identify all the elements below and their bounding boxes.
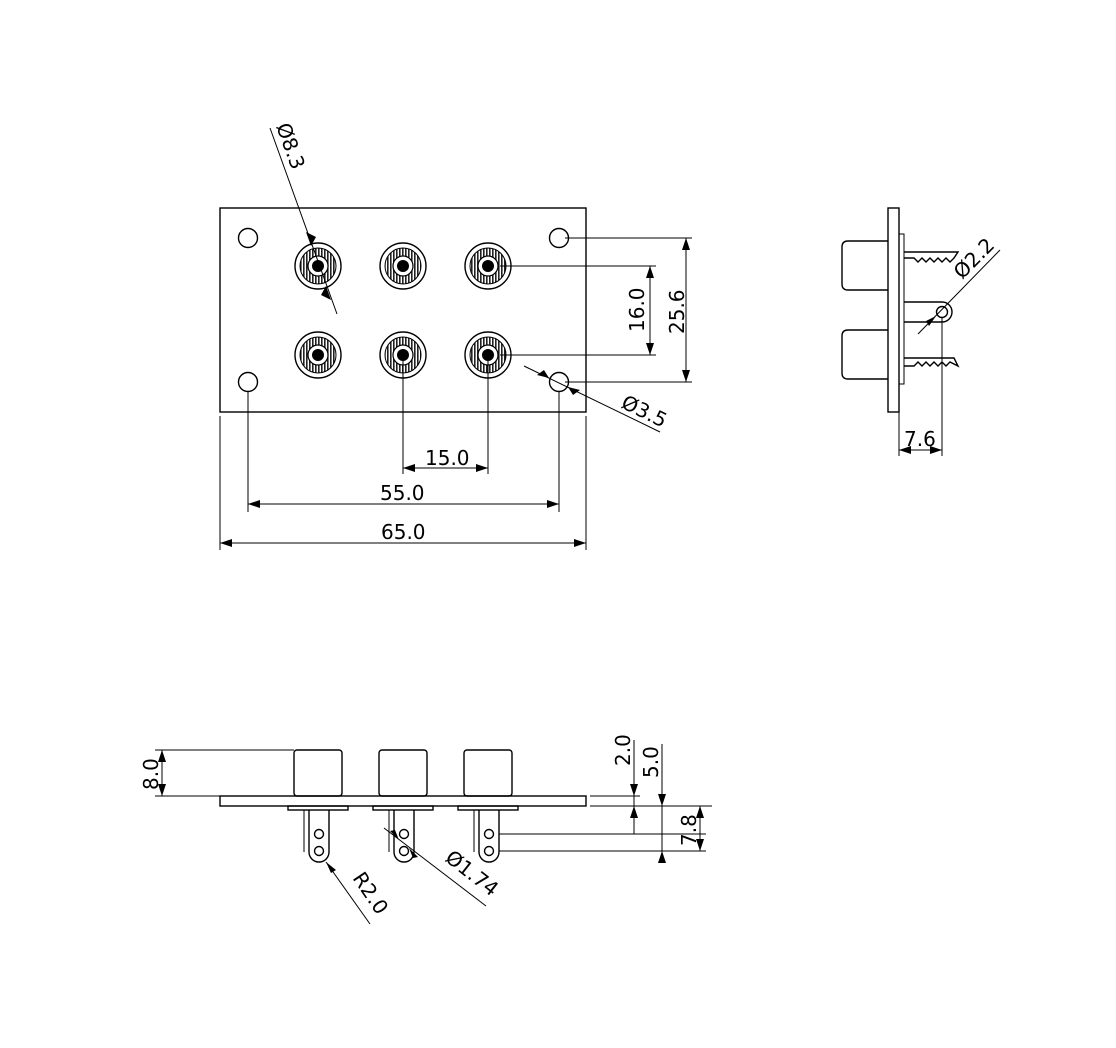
column-pitch-label: 15.0 [425, 446, 470, 470]
pin-small-hole-dimension: Ø1.74 [383, 827, 503, 907]
pin-hole-diameter-dimension: Ø2.2 [917, 233, 1001, 335]
rca-jack [379, 242, 427, 290]
rca-jack [294, 242, 342, 290]
pin-1 [303, 810, 330, 863]
mount-hole-top-left [237, 227, 259, 249]
right-vertical-dimensions: 2.0 5.0 7.8 [499, 734, 712, 863]
mount-hole-vertical-dimension: 25.6 [565, 237, 692, 383]
mount-hole-vertical-label: 25.6 [665, 289, 689, 334]
row-pitch-dimension: 16.0 [500, 265, 656, 356]
side-view: Ø2.2 7.6 [841, 207, 1001, 456]
mount-hole-bottom-left [237, 371, 259, 393]
pin-hole-spacing-label: 7.8 [677, 814, 701, 846]
plate-width-label: 65.0 [381, 520, 426, 544]
pin-2 [388, 810, 415, 863]
mount-hole-horizontal-dimension: 55.0 [247, 392, 560, 512]
front-view: Ø8.3 16.0 25.6 Ø3.5 [219, 120, 692, 550]
side-plate [887, 207, 900, 413]
plate-width-dimension: 65.0 [219, 416, 587, 550]
jack-height-dimension: 8.0 [139, 749, 294, 797]
plate-thickness-label: 2.0 [611, 734, 635, 766]
mount-hole-horizontal-label: 55.0 [380, 481, 425, 505]
pin-radius-dimension: R2.0 [325, 861, 393, 925]
bottom-view: 8.0 2.0 5.0 7.8 R2.0 [139, 734, 712, 925]
rca-jack [464, 242, 512, 290]
pin-radius-label: R2.0 [348, 867, 393, 918]
jack-height-label: 8.0 [139, 758, 163, 790]
jack-diameter-dimension: Ø8.3 [269, 120, 338, 315]
mount-hole-diameter-dimension: Ø3.5 [523, 365, 671, 433]
pin-small-hole-label: Ø1.74 [441, 845, 503, 901]
mount-hole-diameter-label: Ø3.5 [618, 390, 671, 432]
flange-to-top-label: 5.0 [639, 746, 663, 778]
rca-jack [294, 331, 342, 379]
pin-offset-label: 7.6 [904, 427, 936, 451]
pin-offset-dimension: 7.6 [898, 318, 943, 456]
column-pitch-dimension: 15.0 [402, 355, 489, 474]
jack-diameter-label: Ø8.3 [271, 120, 310, 173]
row-pitch-label: 16.0 [625, 287, 649, 332]
bottom-plate [219, 795, 587, 807]
pin-3 [473, 810, 500, 863]
